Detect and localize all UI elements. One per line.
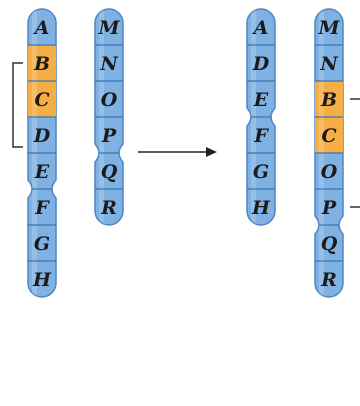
bracket-right: [350, 98, 360, 208]
segment-shine: [99, 9, 104, 45]
arrow-right-icon: [206, 147, 217, 157]
segment-label-f: F: [34, 197, 50, 219]
segment-shine: [32, 81, 37, 117]
segment-label-m: M: [317, 17, 340, 39]
segment-shine: [319, 225, 324, 261]
highlight-segment-b: [28, 45, 56, 81]
segment-label-a: A: [33, 17, 50, 39]
segment-label-g: G: [253, 161, 269, 183]
highlight-segment-b: [315, 81, 343, 117]
segment-shine: [251, 153, 256, 189]
segment-shine: [251, 189, 256, 225]
segment-label-p: P: [101, 125, 117, 147]
segment-label-r: R: [320, 269, 337, 291]
segment-label-g: G: [34, 233, 50, 255]
segment-label-b: B: [320, 89, 337, 111]
segment-shine: [99, 45, 104, 81]
segment-shine: [32, 261, 37, 297]
bracket-left: [12, 62, 23, 148]
segment-shine: [319, 261, 324, 297]
segment-label-r: R: [100, 197, 117, 219]
segment-shine: [32, 225, 37, 261]
segment-label-d: D: [33, 125, 51, 147]
segment-shine: [99, 153, 104, 189]
segment-label-o: O: [101, 89, 118, 111]
arrow: [138, 147, 217, 157]
segment-shine: [32, 189, 37, 225]
segment-shine: [319, 9, 324, 45]
segment-label-p: P: [321, 197, 337, 219]
segment-label-n: N: [319, 53, 338, 75]
segment-label-h: H: [251, 197, 271, 219]
segment-shine: [32, 153, 37, 189]
segment-shine: [32, 45, 37, 81]
segment-shine: [99, 189, 104, 225]
segment-label-e: E: [34, 161, 50, 183]
segment-label-q: Q: [101, 161, 118, 183]
segment-label-o: O: [321, 161, 338, 183]
segment-shine: [319, 153, 324, 189]
segment-shine: [99, 117, 104, 153]
segment-label-n: N: [99, 53, 118, 75]
segment-label-c: C: [321, 125, 336, 147]
segment-shine: [319, 45, 324, 81]
segment-shine: [32, 117, 37, 153]
segment-shine: [251, 45, 256, 81]
segment-shine: [319, 189, 324, 225]
segment-label-c: C: [34, 89, 49, 111]
segment-shine: [319, 117, 324, 153]
segment-shine: [99, 81, 104, 117]
segment-label-f: F: [253, 125, 269, 147]
segment-label-d: D: [252, 53, 270, 75]
segment-label-q: Q: [321, 233, 338, 255]
segment-shine: [32, 9, 37, 45]
highlight-segment-c: [315, 117, 343, 153]
highlight-segment-c: [28, 81, 56, 117]
segment-label-e: E: [253, 89, 269, 111]
segment-shine: [251, 9, 256, 45]
segment-label-h: H: [32, 269, 52, 291]
segment-shine: [251, 117, 256, 153]
segment-label-b: B: [33, 53, 50, 75]
segment-shine: [319, 81, 324, 117]
segment-label-a: A: [252, 17, 269, 39]
segment-shine: [251, 81, 256, 117]
segment-label-m: M: [97, 17, 120, 39]
